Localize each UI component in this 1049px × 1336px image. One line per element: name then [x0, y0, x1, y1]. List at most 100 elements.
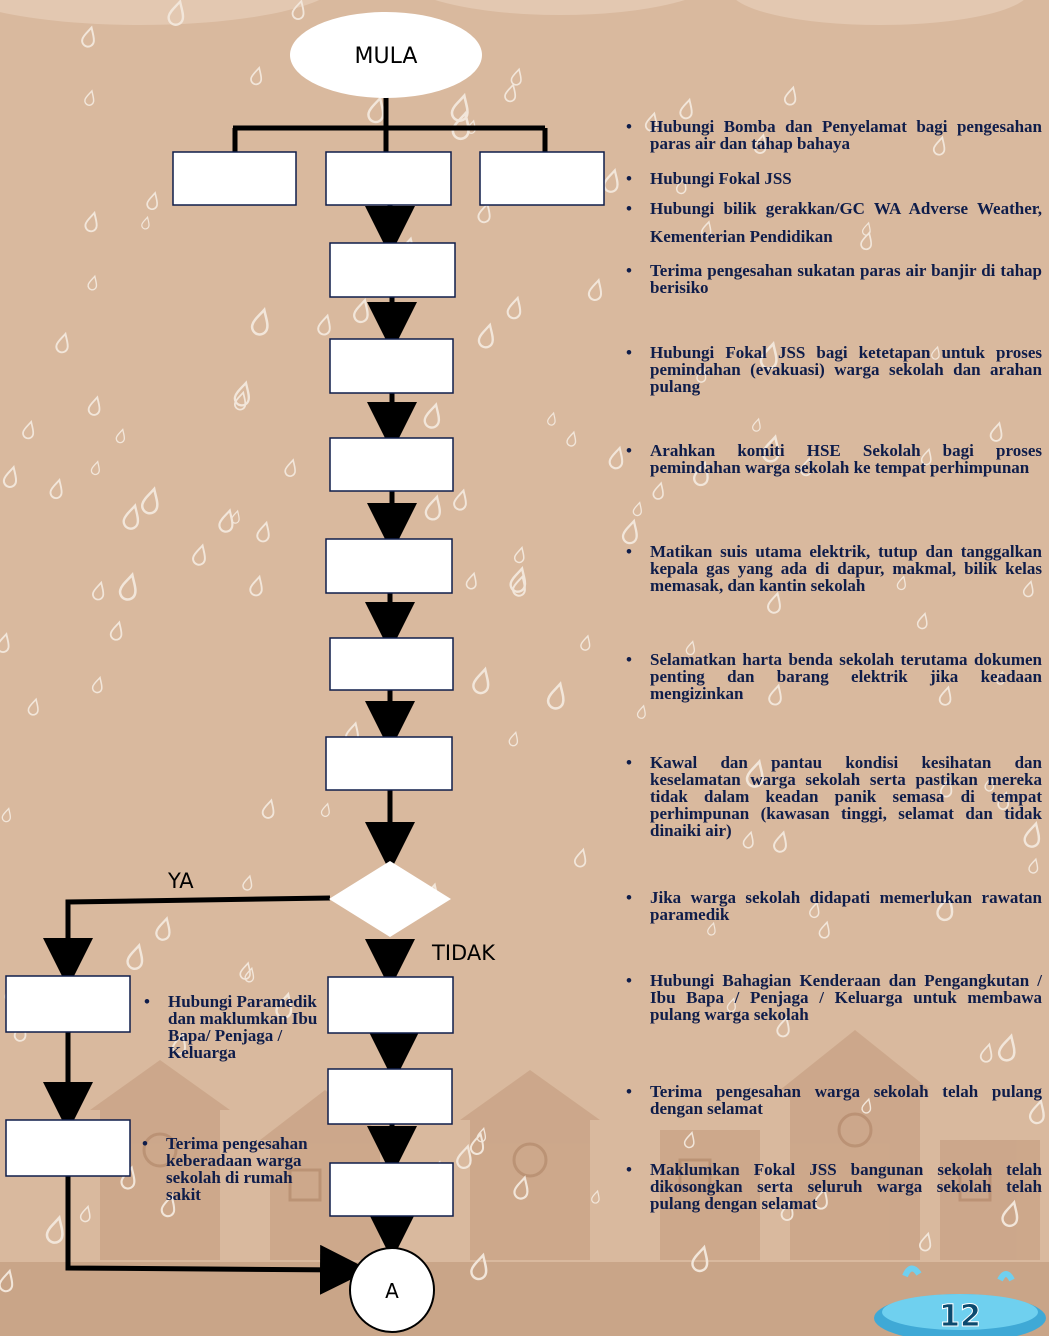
raindrop-icon [55, 331, 69, 354]
raindrop-icon [122, 503, 140, 530]
raindrop-icon [726, 997, 736, 1013]
raindrop-icon [0, 1268, 14, 1293]
raindrop-icon [587, 278, 603, 301]
raindrop-icon [814, 1187, 828, 1210]
raindrop-icon [160, 1193, 176, 1218]
raindrop-icon [0, 632, 10, 653]
bullet-item: •Jika warga sekolah didapati memerlukan … [626, 888, 1042, 924]
raindrop-icon [1028, 1098, 1045, 1125]
raindrop-icon [939, 777, 953, 798]
raindrop-icon [707, 921, 716, 936]
process-box-2 [325, 151, 452, 206]
raindrop-icon [608, 445, 624, 470]
raindrop-icon [931, 345, 940, 360]
bullet-item: •Kawal dan pantau kondisi kesihatan dan … [626, 753, 1042, 840]
process-box-9 [325, 736, 453, 791]
no-label: TIDAK [431, 941, 496, 965]
raindrop-icon [691, 1244, 709, 1273]
page-number: 12 [939, 1299, 981, 1334]
decision-diamond [329, 861, 451, 937]
raindrop-icon [510, 67, 522, 86]
raindrop-icon [453, 488, 467, 511]
raindrop-icon [469, 1132, 485, 1155]
process-box-no-2 [327, 1068, 453, 1125]
raindrop-icon [231, 509, 240, 524]
raindrop-icon [742, 830, 754, 849]
raindrop-icon [91, 675, 103, 694]
raindrop-icon [696, 366, 707, 383]
raindrop-icon [90, 460, 100, 476]
raindrop-icon [250, 65, 263, 86]
raindrop-icon [92, 580, 105, 601]
raindrop-icon [477, 322, 494, 349]
process-box-1 [172, 151, 297, 206]
process-boxes [5, 151, 605, 1217]
raindrop-icon [701, 220, 712, 238]
bullet-item: •Terima pengesahan sukatan paras air ban… [626, 261, 1042, 297]
raindrop-icon [192, 543, 206, 566]
raindrop-icon [244, 966, 255, 983]
raindrop-icon [996, 670, 1005, 685]
raindrop-icon [818, 920, 830, 939]
raindrop-icon [450, 92, 469, 122]
raindrop-icon [87, 395, 101, 416]
raindrop-icon [693, 460, 709, 487]
raindrop-icon [603, 168, 619, 193]
raindrop-icon [472, 666, 490, 695]
raindrop-icon [22, 419, 35, 440]
raindrop-icon [423, 402, 441, 429]
raindrop-icon [547, 411, 556, 426]
raindrop-icon [591, 1189, 600, 1204]
process-box-6 [329, 437, 454, 492]
bullet-item: •Terima pengesahan keberadaan warga seko… [142, 1134, 308, 1204]
raindrop-icon [477, 201, 491, 224]
bullet-item: •Hubungi bilik gerakkan/GC WA Adverse We… [626, 199, 1042, 246]
raindrop-icon [126, 942, 144, 970]
raindrop-icon [504, 82, 517, 103]
raindrop-icon [141, 486, 159, 515]
raindrop-icon [780, 1200, 794, 1221]
connector-arrows [43, 205, 419, 1295]
raindrop-icon [261, 798, 275, 819]
raindrop-icon [759, 340, 778, 370]
raindrop-icon [580, 634, 591, 651]
raindrop-icon [861, 1097, 872, 1114]
raindrop-icon [989, 421, 1003, 442]
bullet-item: •Matikan suis utama elektrik, tutup dan … [626, 542, 1042, 595]
raindrop-icon [1001, 1199, 1019, 1228]
raindrop-icon [783, 85, 797, 106]
yes-label: YA [167, 869, 194, 893]
raindrop-icon [250, 307, 269, 336]
raindrop-icon [115, 428, 126, 444]
start-node [290, 12, 482, 98]
raindrop-icon [275, 991, 293, 1019]
raindrop-icon [862, 221, 871, 236]
raindrop-icon [155, 916, 171, 941]
end-node [349, 1247, 435, 1333]
process-box-yes-2 [5, 1119, 131, 1177]
raindrop-icon [512, 574, 526, 597]
process-box-no-1 [327, 976, 454, 1034]
raindrop-icon [1, 807, 12, 823]
raindrop-icon [476, 1127, 487, 1143]
raindrop-icon [424, 494, 441, 521]
raindrop-icon [936, 893, 954, 922]
raindrop-icon [367, 95, 385, 124]
raindrop-icon [513, 546, 525, 564]
raindrop-icon [79, 1204, 91, 1223]
raindrop-icon [761, 434, 780, 463]
bullet-item: •Terima pengesahan warga sekolah telah p… [626, 1082, 1042, 1118]
raindrop-icon [81, 25, 95, 48]
raindrop-icon [84, 210, 98, 233]
process-box-3 [479, 151, 605, 206]
house-windows [142, 1112, 992, 1202]
raindrop-icon [636, 704, 646, 719]
raindrop-icon [1028, 857, 1039, 874]
raindrop-icon [679, 97, 693, 120]
process-box-no-3 [329, 1162, 454, 1217]
ground-strip [0, 1262, 1049, 1336]
raindrop-icon [685, 640, 696, 656]
bullet-item: •Hubungi Bomba dan Penyelamat bagi penge… [626, 117, 1042, 153]
